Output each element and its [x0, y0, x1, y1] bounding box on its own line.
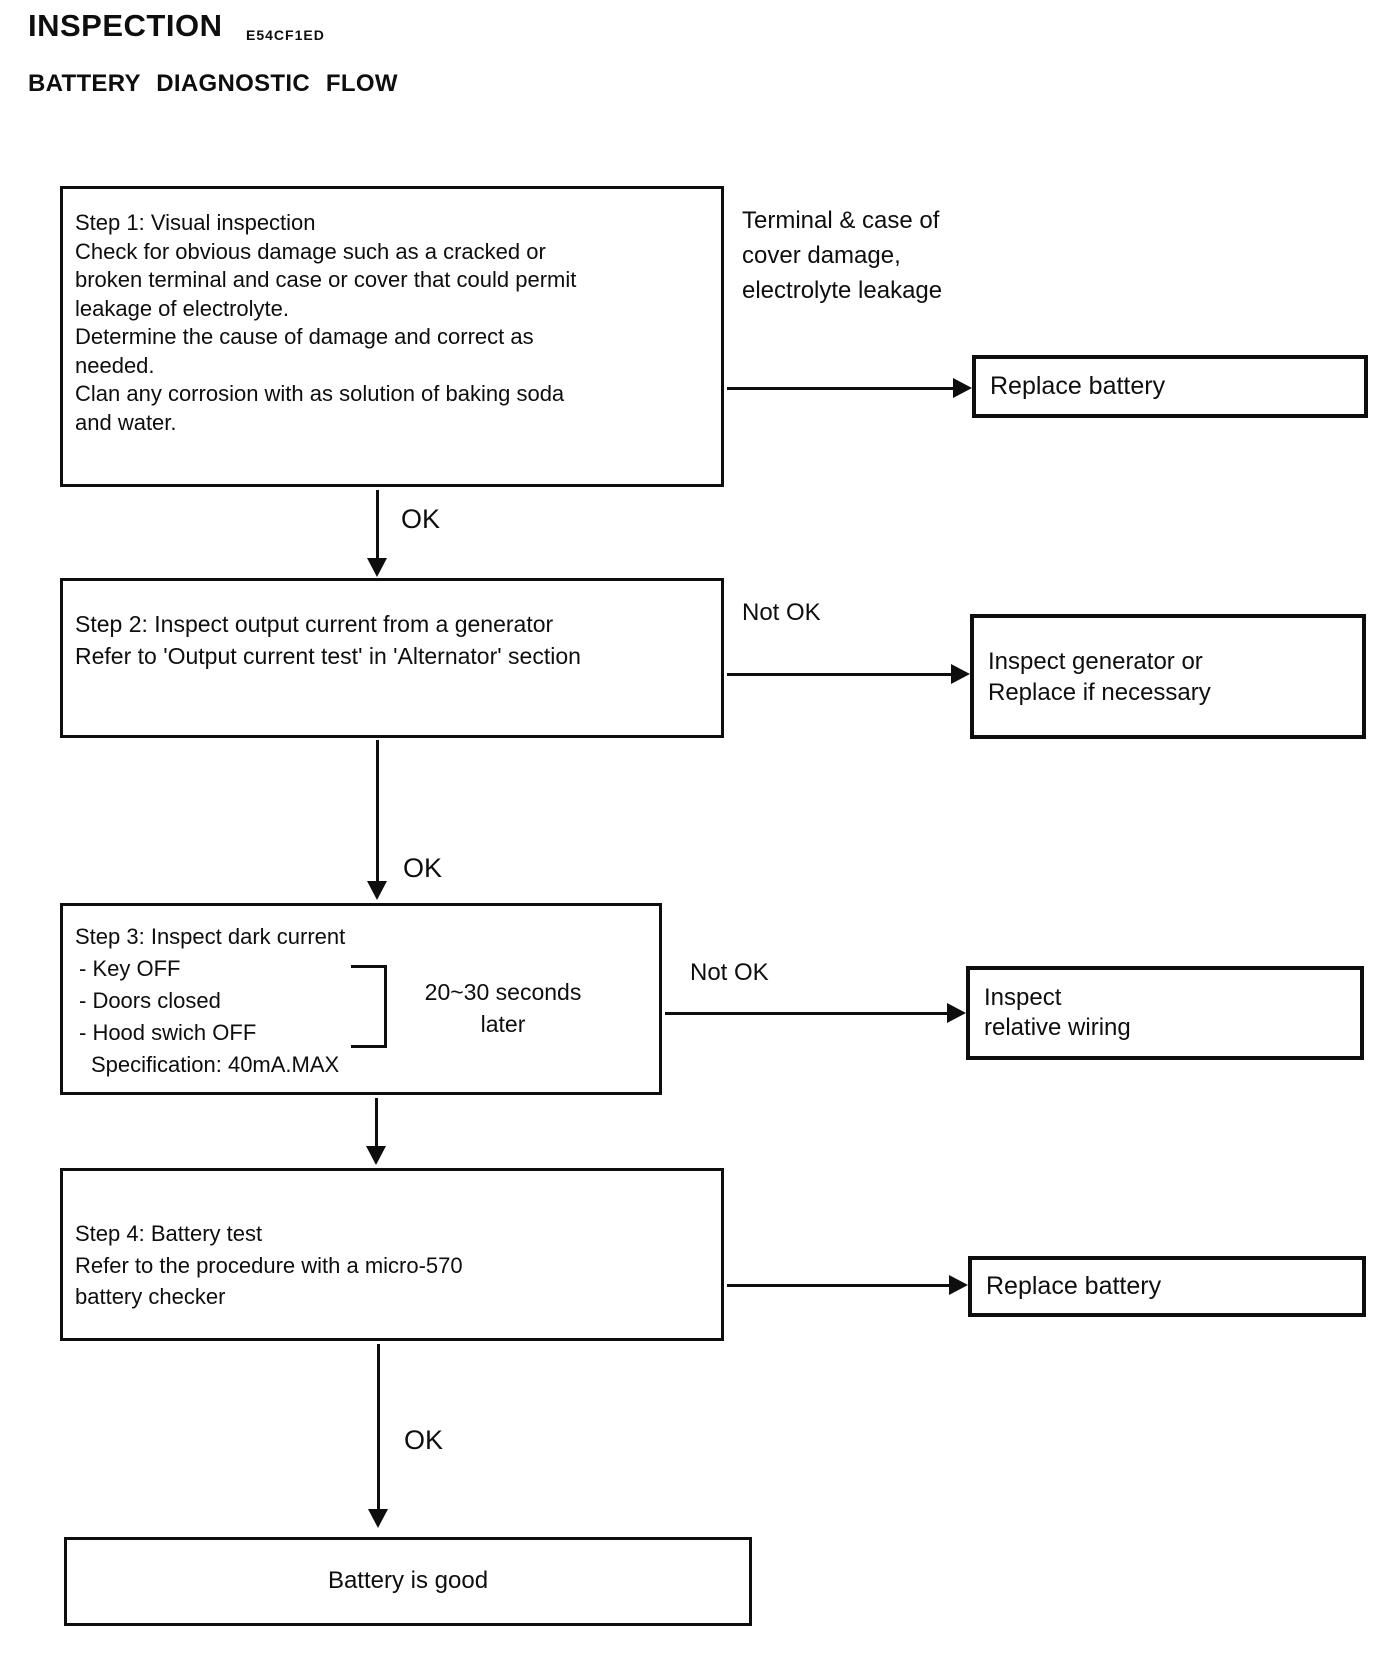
arrowhead-down-icon: [367, 558, 387, 577]
step2-fail-arrow-line: [727, 673, 953, 676]
arrowhead-down-icon: [367, 881, 387, 900]
replace-battery-box-2: Replace battery: [968, 1256, 1366, 1317]
step3-item-key-off: - Key OFF: [79, 956, 181, 981]
step4-box: Step 4: Battery test Refer to the proced…: [60, 1168, 724, 1341]
arrowhead-right-icon: [951, 664, 970, 684]
ok-label-3: OK: [404, 1425, 444, 1455]
step1-side-note: Terminal & case of cover damage, electro…: [742, 207, 943, 304]
section-title: BATTERY DIAGNOSTIC FLOW: [28, 70, 398, 97]
step4-fail-arrow-line: [727, 1284, 951, 1287]
page-title: INSPECTION: [28, 8, 223, 43]
arrowhead-down-icon: [366, 1146, 386, 1165]
step3-fail-arrow-line: [665, 1012, 949, 1015]
arrowhead-down-icon: [368, 1509, 388, 1528]
not-ok-label-1: Not OK: [742, 599, 821, 626]
step3-item-doors-closed: - Doors closed: [79, 988, 221, 1013]
step3-item-hood-switch: - Hood swich OFF: [79, 1020, 257, 1045]
step1-fail-arrow-line: [727, 387, 955, 390]
step3-spec: Specification: 40mA.MAX: [91, 1052, 340, 1077]
step2-box: Step 2: Inspect output current from a ge…: [60, 578, 724, 738]
not-ok-label-2: Not OK: [690, 959, 769, 986]
step1-box: Step 1: Visual inspection Check for obvi…: [60, 186, 724, 487]
step3-title: Step 3: Inspect dark current: [75, 924, 346, 949]
step3-timing-note: 20~30 seconds later: [424, 979, 582, 1037]
page-code: E54CF1ED: [246, 27, 325, 43]
step2-ok-arrow-line: [376, 740, 379, 883]
arrowhead-right-icon: [947, 1003, 966, 1023]
replace-battery-box-1: Replace battery: [972, 355, 1368, 418]
inspect-generator-box: Inspect generator or Replace if necessar…: [970, 614, 1366, 739]
inspect-wiring-box: Inspect relative wiring: [966, 966, 1364, 1060]
step3-next-arrow-line: [375, 1098, 378, 1147]
step3-box: Step 3: Inspect dark current - Key OFF -…: [60, 903, 662, 1095]
step4-ok-arrow-line: [377, 1344, 380, 1511]
step1-ok-arrow-line: [376, 490, 379, 560]
ok-label-2: OK: [403, 853, 443, 883]
arrowhead-right-icon: [949, 1275, 968, 1295]
battery-good-box: Battery is good: [64, 1537, 752, 1626]
arrowhead-right-icon: [953, 378, 972, 398]
grouping-bracket-icon: [351, 965, 387, 1048]
ok-label-1: OK: [401, 504, 441, 534]
